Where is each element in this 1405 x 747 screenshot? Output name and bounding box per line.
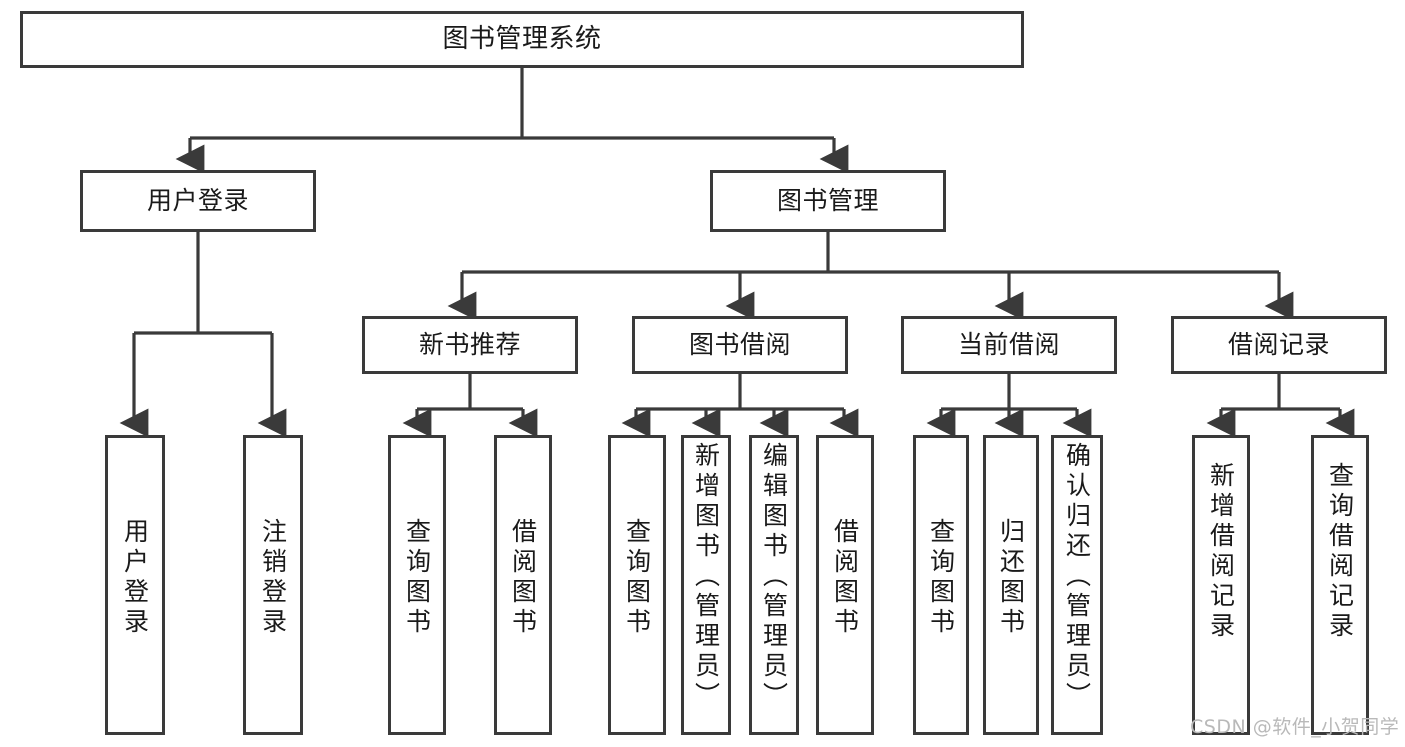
node-user-login[interactable]: 用户登录: [80, 170, 316, 232]
node-leaf-query-book-1[interactable]: 查询图书: [388, 435, 446, 735]
node-leaf-query-record-label: 查询借阅记录: [1325, 462, 1355, 642]
node-user-login-label: 用户登录: [146, 186, 249, 215]
node-leaf-query-book-2[interactable]: 查询图书: [608, 435, 666, 735]
node-root-label: 图书管理系统: [442, 23, 602, 54]
node-leaf-add-record-label: 新增借阅记录: [1206, 462, 1236, 642]
node-leaf-query-record[interactable]: 查询借阅记录: [1311, 435, 1369, 735]
node-leaf-borrow-book-1[interactable]: 借阅图书: [494, 435, 552, 735]
node-leaf-user-logout[interactable]: 注销登录: [243, 435, 303, 735]
node-leaf-borrow-book-2-label: 借阅图书: [830, 518, 860, 638]
node-leaf-user-login-label: 用户登录: [120, 518, 150, 638]
node-leaf-query-book-2-label: 查询图书: [622, 518, 652, 638]
node-leaf-edit-book[interactable]: 编辑图书（管理员）: [749, 435, 799, 735]
node-leaf-add-book[interactable]: 新增图书（管理员）: [681, 435, 731, 735]
node-leaf-user-login[interactable]: 用户登录: [105, 435, 165, 735]
node-leaf-user-logout-label: 注销登录: [258, 518, 288, 638]
node-book-manage-label: 图书管理: [776, 186, 879, 215]
node-borrow-record-label: 借阅记录: [1227, 330, 1330, 359]
node-leaf-add-record[interactable]: 新增借阅记录: [1192, 435, 1250, 735]
node-borrow-record[interactable]: 借阅记录: [1171, 316, 1387, 374]
node-root[interactable]: 图书管理系统: [20, 11, 1024, 68]
node-new-book-rec-label: 新书推荐: [418, 330, 521, 359]
csdn-watermark: CSDN @软件_小贺同学: [1190, 716, 1400, 738]
node-leaf-edit-book-label: 编辑图书（管理员）: [759, 442, 789, 712]
node-current-borrow-label: 当前借阅: [957, 330, 1060, 359]
node-leaf-query-book-3[interactable]: 查询图书: [913, 435, 969, 735]
node-leaf-query-book-1-label: 查询图书: [402, 518, 432, 638]
node-leaf-borrow-book-2[interactable]: 借阅图书: [816, 435, 874, 735]
node-current-borrow[interactable]: 当前借阅: [901, 316, 1117, 374]
node-book-borrow[interactable]: 图书借阅: [632, 316, 848, 374]
node-new-book-rec[interactable]: 新书推荐: [362, 316, 578, 374]
node-leaf-return-book-label: 归还图书: [996, 518, 1026, 638]
node-book-manage[interactable]: 图书管理: [710, 170, 946, 232]
node-book-borrow-label: 图书借阅: [688, 330, 791, 359]
node-leaf-query-book-3-label: 查询图书: [926, 518, 956, 638]
node-leaf-confirm-return[interactable]: 确认归还（管理员）: [1051, 435, 1103, 735]
node-leaf-add-book-label: 新增图书（管理员）: [691, 442, 721, 712]
node-leaf-borrow-book-1-label: 借阅图书: [508, 518, 538, 638]
node-leaf-return-book[interactable]: 归还图书: [983, 435, 1039, 735]
node-leaf-confirm-return-label: 确认归还（管理员）: [1062, 442, 1092, 712]
